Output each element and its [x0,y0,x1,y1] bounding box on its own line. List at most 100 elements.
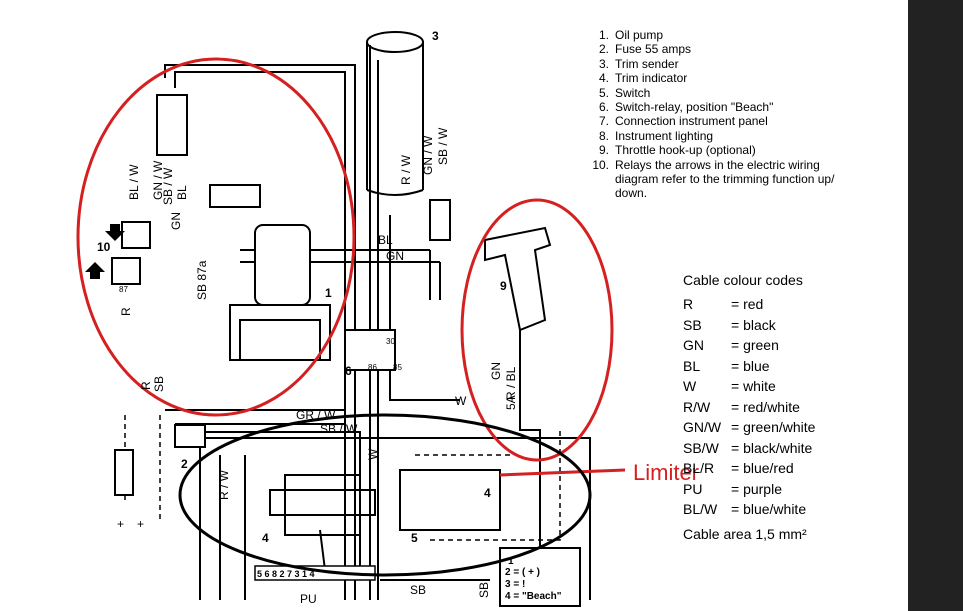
code-key: R [683,296,694,313]
label-6: 6 [345,364,352,378]
label-terminals: 5 6 8 2 7 3 1 4 [257,569,315,579]
label-blw-left: BL / W [127,164,141,200]
label-5: 5 [411,531,418,545]
legend-text: Oil pump [615,28,664,42]
code-key: BL [683,357,701,374]
wire-w [389,215,460,401]
switch-relay-6 [344,329,396,371]
legend-item: 9. Throttle hook-up (optional) [583,143,853,157]
label-1: 1 [325,286,332,300]
legend-text: Fuse 55 amps [615,42,692,57]
trim-sender [366,31,451,241]
legend-number: 10. [592,157,609,172]
legend-item: 1. Oil pump [583,28,853,42]
code-row: SB/W= black/white [683,438,815,459]
label-rbl-9: R / BL [504,366,518,400]
code-row: GN/W= green/white [683,417,815,438]
label-beach2: 2 = ( + ) [505,567,540,578]
label-85: 85 [393,363,402,372]
label-rw-top: R / W [399,154,413,185]
wiring-diagram: 3 1 2 4 4 5 6 9 10 BL GN GR / W SB / W W… [76,29,699,607]
label-10: 10 [97,240,111,254]
legend-number: 6. [598,100,609,115]
label-sbw-top: SB / W [436,127,450,165]
code-value: = red [731,296,764,313]
legend-item: 2.Fuse 55 amps [583,42,853,56]
code-value: = black [731,316,776,333]
label-w2: W [366,448,380,460]
legend-number: 8. [598,128,609,143]
arrow-up-icon [85,262,105,279]
code-value: = blue/white [731,501,807,518]
label-86: 86 [368,363,377,372]
legend-item: 5.Switch [583,86,853,100]
legend-text: Instrument lighting [615,128,714,143]
label-gnw-left: GN / W [151,160,165,200]
trim-indicator [269,474,376,571]
connector-top [156,94,261,208]
throttle-9 [484,226,552,332]
legend-number: 9. [598,143,609,158]
legend-text: Connection instrument panel [615,114,768,129]
code-row: R = red [683,294,815,315]
label-beach1: 1 [508,556,514,567]
legend-number: 4. [598,71,609,86]
legend-text: Switch [615,85,651,100]
legend-item: 6. Switch-relay, position "Beach" [583,100,853,114]
legend-text: Throttle hook-up (optional) [615,143,756,158]
code-row: R/W = red/white [683,397,815,418]
label-gn-9: GN [489,362,503,380]
label-sb87a: SB 87a [195,260,209,300]
label-gn-left: GN [169,212,183,230]
label-bl-left: BL [175,185,189,200]
code-key: BL/W [683,501,718,518]
code-row: BL/R= blue/red [683,458,815,479]
label-rw-box: R / W [217,469,231,500]
label-sbw: SB / W [320,422,358,436]
box-top [200,437,591,600]
label-gn: GN [386,249,404,263]
label-gnw-top: GN / W [421,135,435,175]
label-w1: W [455,394,467,408]
code-value: = blue [731,357,770,374]
code-row: GN= green [683,335,815,356]
code-row: PU= purple [683,479,815,500]
arrow-down-icon [105,224,125,241]
legend-number: 7. [598,114,609,129]
code-value: = green/white [731,419,816,436]
relay-10 [111,221,151,285]
code-row: W= white [683,376,815,397]
code-value: = black/white [731,439,813,456]
legend-number: 3. [598,56,609,71]
label-2: 2 [181,457,188,471]
code-key: R/W [683,398,711,415]
label-4: 4 [484,486,491,500]
legend-item: 4. Trim indicator [583,71,853,85]
black-ellipse-indicator [178,413,592,577]
legend-text: Trim indicator [615,71,688,86]
label-sb-left: SB [152,376,166,392]
label-r-left: R [119,307,133,316]
oil-pump [229,224,331,361]
cable-area: Cable area 1,5 mm² [683,525,807,542]
label-sbw-left: SB / W [161,167,175,205]
code-key: W [683,378,697,395]
codes-title: Cable colour codes [683,272,803,288]
legend-number: 1. [598,28,609,42]
limiter-arrow [499,468,626,477]
code-key: BL/R [683,460,715,477]
relay-arrows [85,224,125,279]
legend-item: 8. Instrument lighting [583,129,853,143]
code-key: PU [683,480,703,497]
code-row: SB= black [683,315,815,336]
legend-text: Switch-relay, position "Beach" [615,100,774,115]
fuse-2 [114,424,206,496]
label-30: 30 [386,337,395,346]
legend-text: Trim sender [615,56,679,71]
legend-item: 10.Relays the arrows in the electric wir… [583,158,853,201]
label-beach4: 4 = "Beach" [505,591,562,602]
label-5a-9: 5A [504,395,518,410]
code-value: = red/white [731,398,800,415]
